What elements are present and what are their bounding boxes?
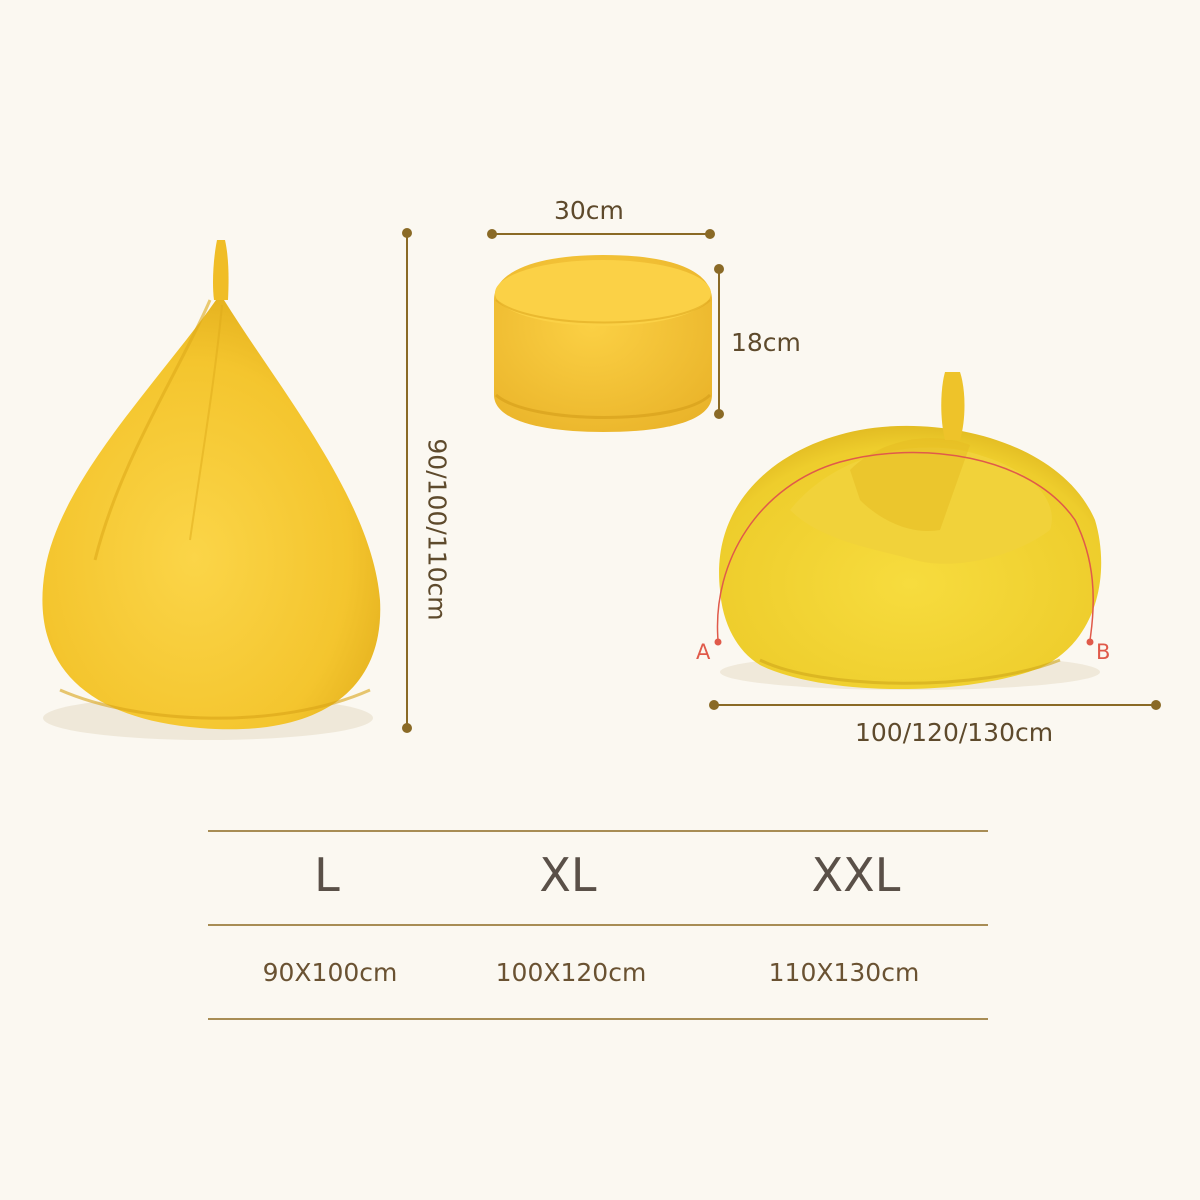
size-header-l: L xyxy=(314,848,340,902)
size-value-xl: 100X120cm xyxy=(495,958,647,987)
size-value-xxl: 110X130cm xyxy=(768,958,920,987)
circumference-arc xyxy=(716,451,1094,641)
point-b-label: B xyxy=(1096,640,1111,664)
tall-label: 90/100/110cm xyxy=(422,438,452,621)
round-beanbag xyxy=(714,372,1102,690)
point-a-label: A xyxy=(696,640,711,664)
height-label: 18cm xyxy=(731,328,801,357)
size-header-xxl: XXL xyxy=(811,848,901,902)
wide-label: 100/120/130cm xyxy=(855,718,1054,747)
teardrop-beanbag xyxy=(42,240,381,740)
table-rule-top xyxy=(208,830,988,832)
size-header-xl: XL xyxy=(539,848,597,902)
table-rule-bottom xyxy=(208,1018,988,1020)
width-label: 30cm xyxy=(554,196,624,225)
size-value-l: 90X100cm xyxy=(262,958,398,987)
table-rule-middle xyxy=(208,924,988,926)
ottoman-pouf xyxy=(494,255,712,432)
dimension-lines xyxy=(402,228,1161,733)
